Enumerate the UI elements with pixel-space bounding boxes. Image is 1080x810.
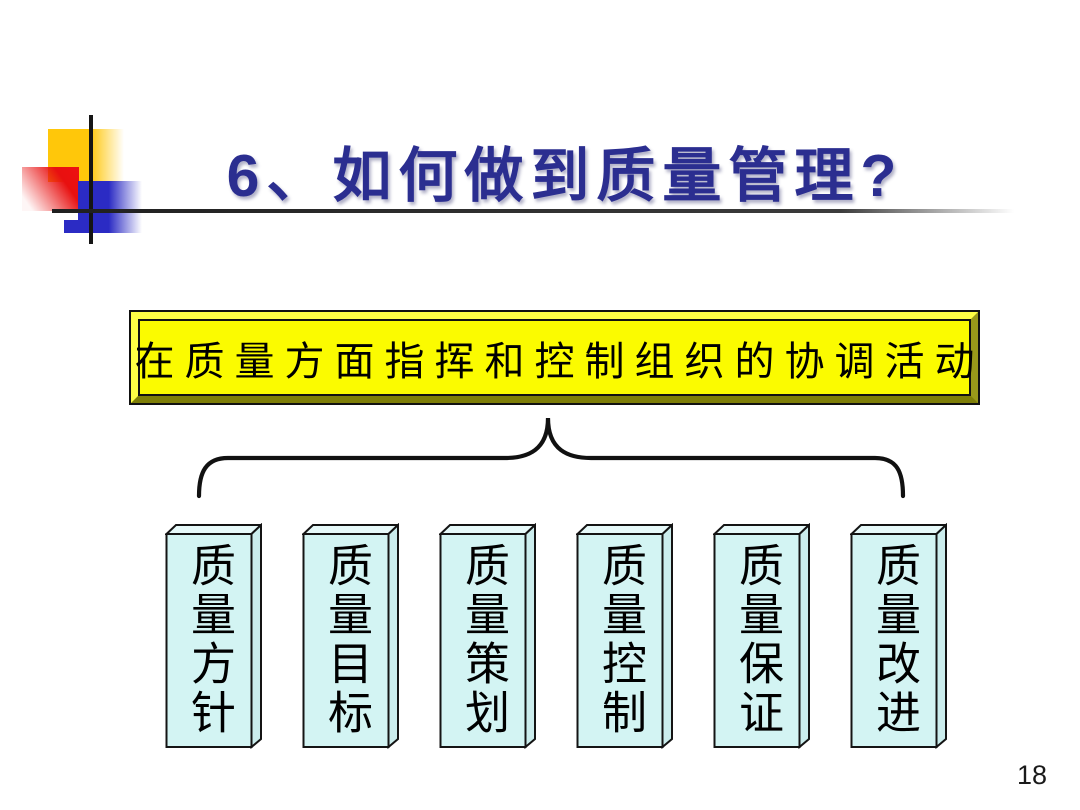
slide-decoration bbox=[0, 0, 1080, 260]
decor-vertical-line bbox=[89, 115, 93, 244]
cube-shape bbox=[713, 523, 810, 749]
definition-banner: 在质量方面指挥和控制组织的协调活动 bbox=[129, 310, 980, 405]
page-title: 6、如何做到质量管理? bbox=[226, 143, 904, 209]
box-quality-control: 质量控制 bbox=[576, 523, 673, 749]
quality-boxes-row: 质量方针 质量目标 质量策划 质量控制 bbox=[165, 523, 947, 749]
box-quality-planning: 质量策划 bbox=[439, 523, 536, 749]
brace-connector bbox=[196, 417, 906, 499]
box-quality-policy: 质量方针 bbox=[165, 523, 262, 749]
cube-shape bbox=[165, 523, 262, 749]
box-label: 质量目标 bbox=[321, 542, 371, 738]
box-label: 质量策划 bbox=[458, 542, 508, 738]
cube-shape bbox=[850, 523, 947, 749]
box-label: 质量保证 bbox=[732, 542, 782, 738]
banner-inner-panel: 在质量方面指挥和控制组织的协调活动 bbox=[135, 319, 975, 396]
decor-red-square bbox=[22, 167, 79, 211]
box-quality-assurance: 质量保证 bbox=[713, 523, 810, 749]
cube-shape bbox=[302, 523, 399, 749]
banner-text: 在质量方面指挥和控制组织的协调活动 bbox=[134, 338, 985, 384]
title-underline bbox=[52, 209, 1014, 213]
box-label: 质量控制 bbox=[595, 542, 645, 738]
decor-blue-notch bbox=[64, 220, 92, 233]
box-label: 质量方针 bbox=[184, 542, 234, 738]
box-label: 质量改进 bbox=[869, 542, 919, 738]
box-quality-improvement: 质量改进 bbox=[850, 523, 947, 749]
banner-bevel-frame: 在质量方面指挥和控制组织的协调活动 bbox=[131, 312, 978, 403]
cube-shape bbox=[439, 523, 536, 749]
box-quality-objectives: 质量目标 bbox=[302, 523, 399, 749]
page-number: 18 bbox=[1016, 760, 1047, 790]
cube-shape bbox=[576, 523, 673, 749]
